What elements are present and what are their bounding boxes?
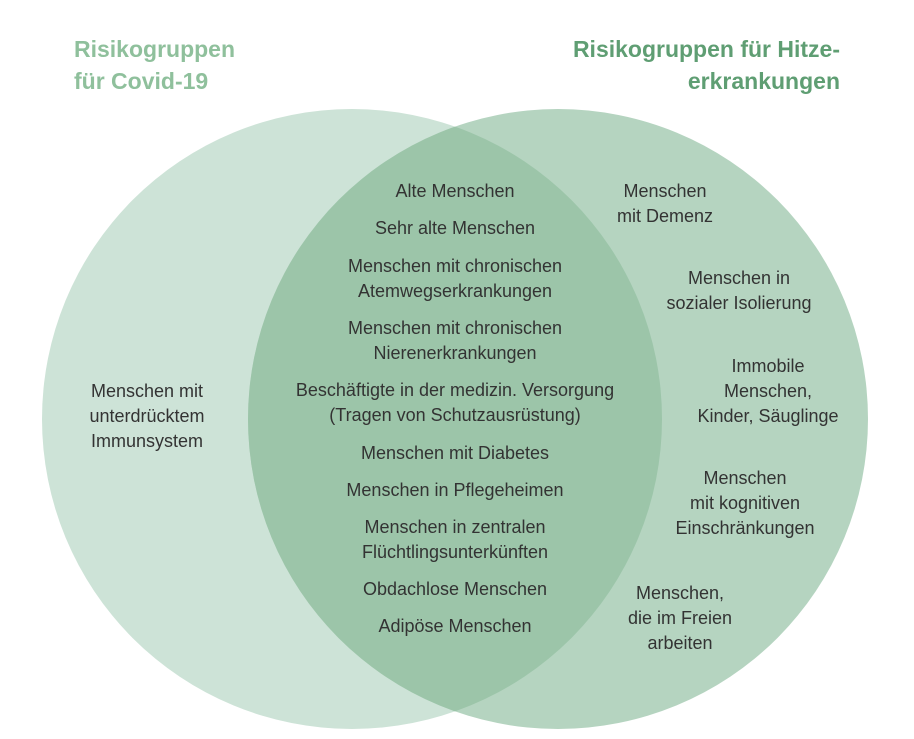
label-line: die im Freien xyxy=(627,608,733,628)
label-chronic-respiratory: Menschen mit chronischen Atemwegserkrank… xyxy=(348,254,562,304)
label-diabetes: Menschen mit Diabetes xyxy=(361,441,549,466)
label-line: Menschen in xyxy=(687,268,791,288)
label-immunosuppressed: Menschen mit unterdrücktem Immunsystem xyxy=(89,379,204,454)
title-covid-risk-groups: Risikogruppen für Covid-19 xyxy=(74,33,235,97)
label-very-elderly: Sehr alte Menschen xyxy=(375,216,535,241)
label-line: Alte Menschen xyxy=(395,181,515,201)
label-line: Immunsystem xyxy=(90,431,204,451)
label-line: Menschen mit chronischen xyxy=(347,256,563,276)
label-line: Obdachlose Menschen xyxy=(362,579,548,599)
label-line: Sehr alte Menschen xyxy=(374,218,536,238)
label-line: Nierenerkrankungen xyxy=(373,343,537,363)
label-line: Adipöse Menschen xyxy=(378,616,532,636)
label-care-homes: Menschen in Pflegeheimen xyxy=(346,478,563,503)
label-line: Immobile xyxy=(731,356,805,376)
title-heat-risk-groups: Risikogruppen für Hitze- erkrankungen xyxy=(573,33,840,97)
label-line: Flüchtlingsunterkünften xyxy=(361,542,549,562)
label-line: Einschränkungen xyxy=(675,518,815,538)
label-medical-staff: Beschäftigte in der medizin. Versorgung … xyxy=(296,378,614,428)
title-line: für Covid-19 xyxy=(74,68,209,94)
label-line: Menschen xyxy=(623,181,707,201)
label-dementia: Menschen mit Demenz xyxy=(617,179,713,229)
label-cognitive-impairment: Menschen mit kognitiven Einschränkungen xyxy=(675,466,814,541)
label-elderly: Alte Menschen xyxy=(395,179,514,204)
label-line: Menschen xyxy=(703,468,787,488)
label-line: Atemwegserkrankungen xyxy=(357,281,553,301)
label-line: arbeiten xyxy=(647,633,713,653)
label-immobile-children-infants: Immobile Menschen, Kinder, Säuglinge xyxy=(697,354,838,429)
label-refugee-shelters: Menschen in zentralen Flüchtlingsunterkü… xyxy=(362,515,548,565)
label-chronic-kidney: Menschen mit chronischen Nierenerkrankun… xyxy=(348,316,562,366)
label-line: Menschen, xyxy=(635,583,725,603)
label-line: Menschen mit Diabetes xyxy=(360,443,550,463)
label-outdoor-workers: Menschen, die im Freien arbeiten xyxy=(628,581,732,656)
title-line: Risikogruppen für Hitze- xyxy=(572,36,840,62)
title-line: erkrankungen xyxy=(687,68,840,94)
label-line: Menschen in zentralen xyxy=(364,517,546,537)
label-line: sozialer Isolierung xyxy=(666,293,812,313)
label-line: Beschäftigte in der medizin. Versorgung xyxy=(295,380,615,400)
label-social-isolation: Menschen in sozialer Isolierung xyxy=(666,266,811,316)
label-line: Menschen mit xyxy=(90,381,204,401)
label-obese: Adipöse Menschen xyxy=(378,614,531,639)
label-line: mit Demenz xyxy=(616,206,714,226)
label-homeless: Obdachlose Menschen xyxy=(363,577,547,602)
label-line: Menschen in Pflegeheimen xyxy=(346,480,564,500)
overlap-region xyxy=(248,109,662,729)
label-line: (Tragen von Schutzausrüstung) xyxy=(329,405,581,425)
label-line: Kinder, Säuglinge xyxy=(697,406,839,426)
label-line: Menschen, xyxy=(723,381,813,401)
label-line: Menschen mit chronischen xyxy=(347,318,563,338)
title-line: Risikogruppen xyxy=(74,36,236,62)
label-line: mit kognitiven xyxy=(689,493,801,513)
label-line: unterdrücktem xyxy=(89,406,205,426)
